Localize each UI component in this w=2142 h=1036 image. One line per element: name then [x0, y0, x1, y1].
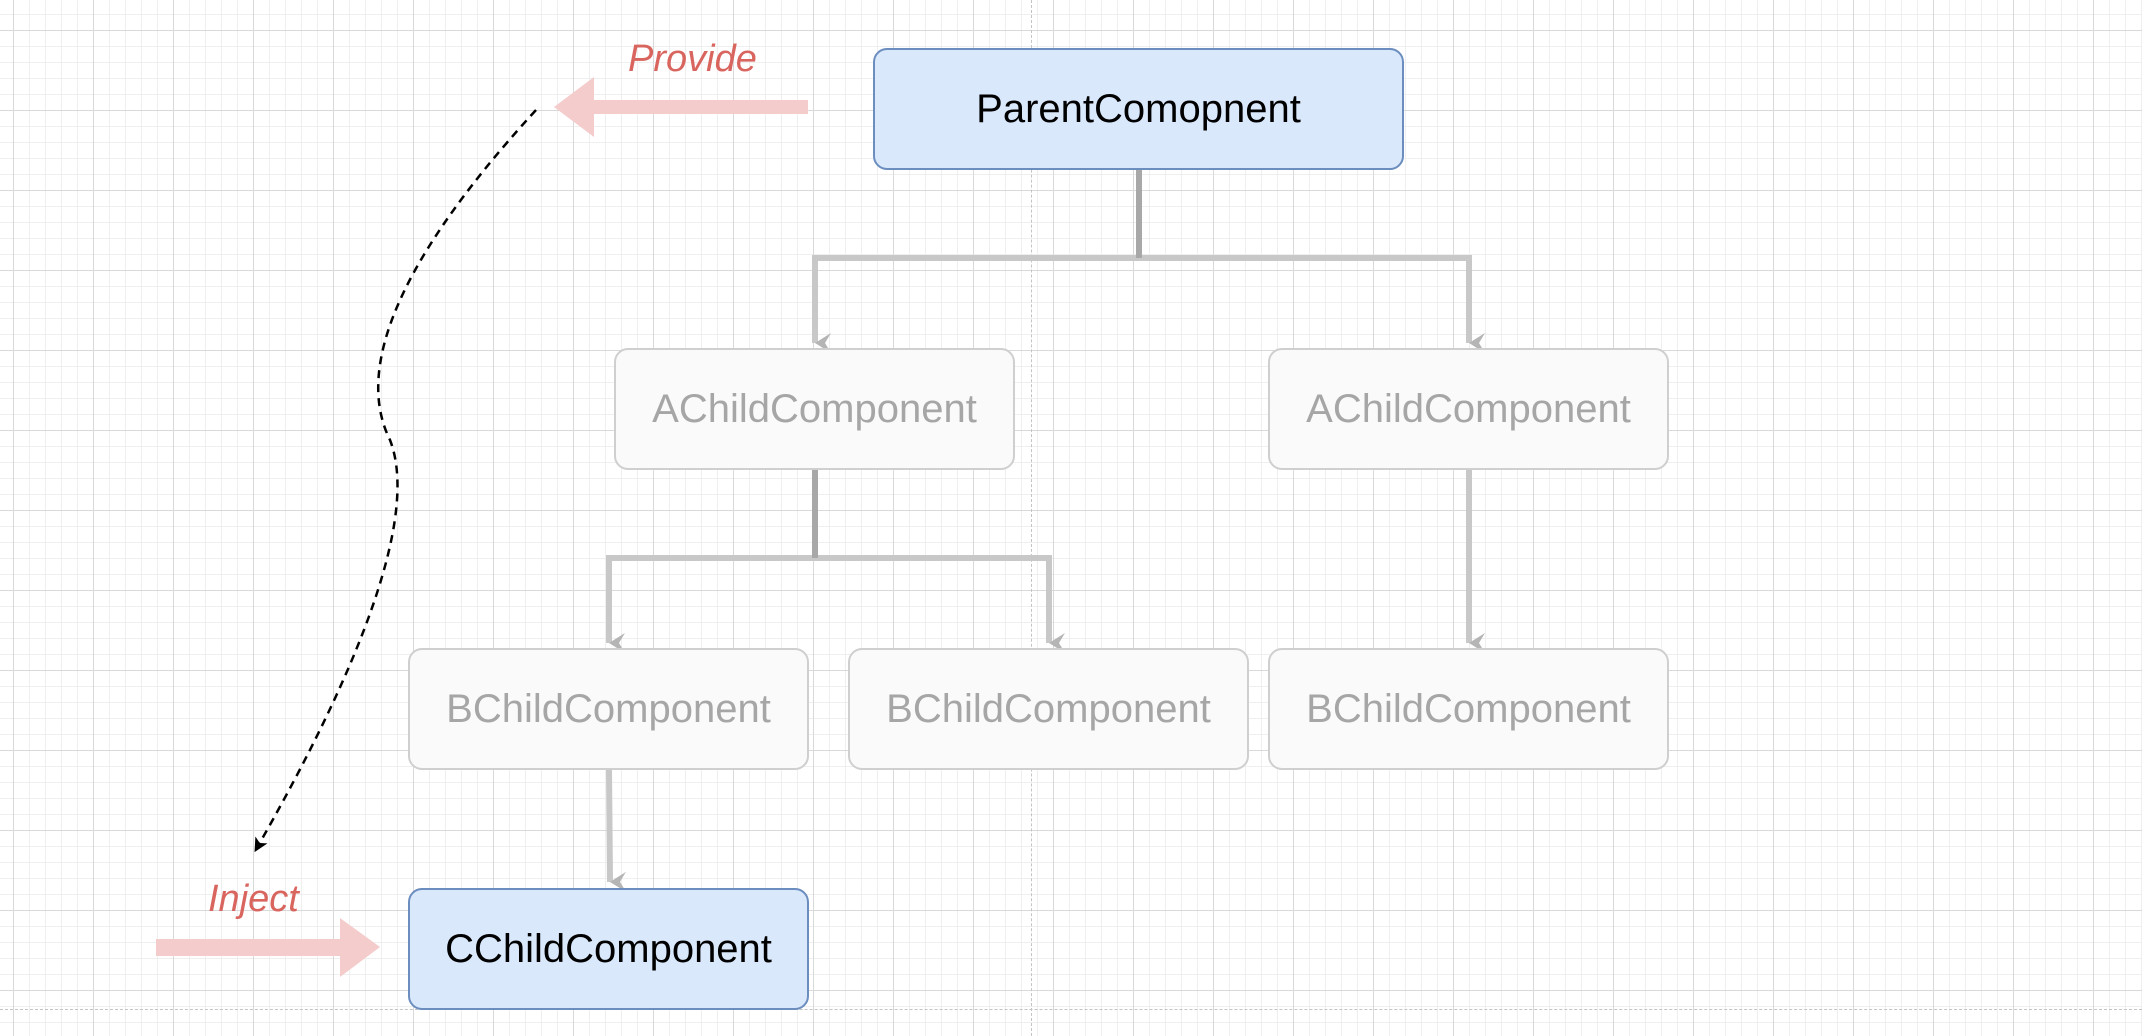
- connector-parent-to-achild-right: [1136, 170, 1485, 353]
- achild-component-node-left[interactable]: AChildComponent: [614, 348, 1015, 470]
- cchild-component-node[interactable]: CChildComponent: [408, 888, 809, 1010]
- provide-label: Provide: [628, 38, 757, 80]
- parent-component-node[interactable]: ParentComopnent: [873, 48, 1404, 170]
- achild-component-node-right[interactable]: AChildComponent: [1268, 348, 1669, 470]
- connector-achild-left-to-bchild-middle: [812, 470, 1065, 653]
- connector-achild-left-to-bchild-left: [606, 470, 818, 653]
- provide-arrow: [554, 77, 808, 137]
- bchild-component-node-right[interactable]: BChildComponent: [1268, 648, 1669, 770]
- page-break-vertical: [1031, 0, 1032, 1036]
- connector-parent-to-achild-left: [812, 170, 1142, 353]
- page-break-horizontal: [0, 1009, 2142, 1010]
- bchild-component-node-middle[interactable]: BChildComponent: [848, 648, 1249, 770]
- provide-to-inject-dashed-link: [254, 109, 537, 853]
- inject-arrow: [156, 918, 380, 977]
- bchild-component-node-left[interactable]: BChildComponent: [408, 648, 809, 770]
- connector-bchild-left-to-cchild: [606, 769, 627, 892]
- inject-label: Inject: [208, 878, 299, 920]
